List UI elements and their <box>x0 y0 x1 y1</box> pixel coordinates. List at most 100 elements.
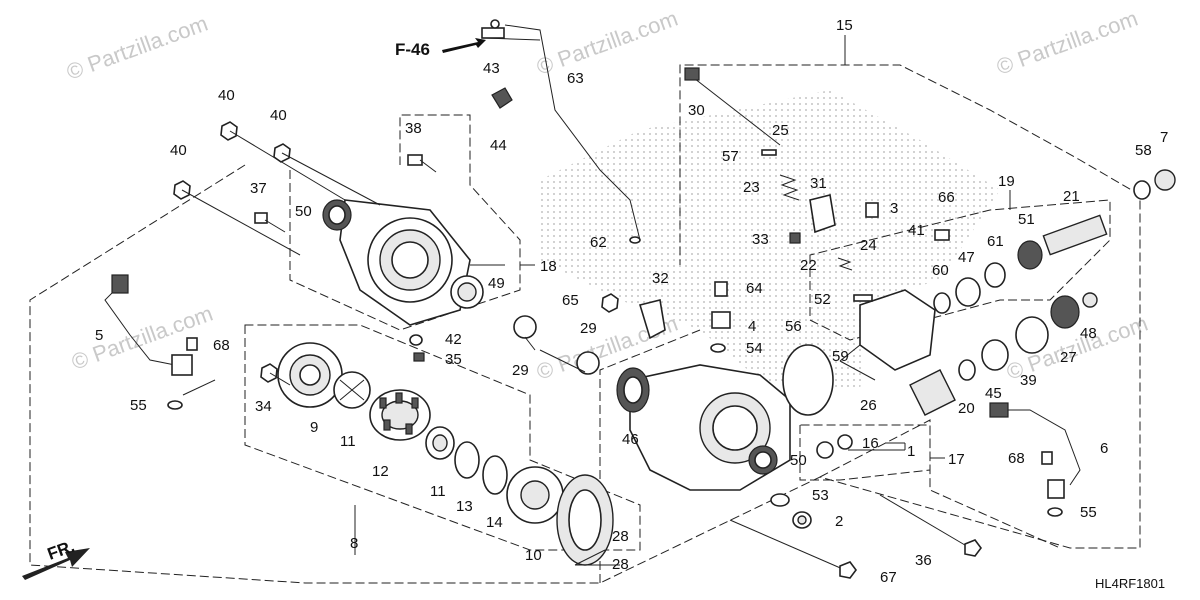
callout-67[interactable]: 67 <box>880 569 897 586</box>
callout-12[interactable]: 12 <box>372 463 389 480</box>
callout-65[interactable]: 65 <box>562 292 579 309</box>
callout-27[interactable]: 27 <box>1060 349 1077 366</box>
sensor-6 <box>989 402 1081 499</box>
bolt-68-right <box>1041 451 1053 465</box>
callout-35[interactable]: 35 <box>445 351 462 368</box>
callout-50-a[interactable]: 50 <box>295 203 312 220</box>
callout-9[interactable]: 9 <box>310 419 318 436</box>
callout-38[interactable]: 38 <box>405 120 422 137</box>
bearing-45 <box>981 339 1009 371</box>
callout-62[interactable]: 62 <box>590 234 607 251</box>
callout-31[interactable]: 31 <box>810 175 827 192</box>
callout-19[interactable]: 19 <box>998 173 1015 190</box>
callout-60[interactable]: 60 <box>932 262 949 279</box>
callout-61[interactable]: 61 <box>987 233 1004 250</box>
plug-48 <box>1082 292 1098 308</box>
callout-25[interactable]: 25 <box>772 122 789 139</box>
callout-3[interactable]: 3 <box>890 200 898 217</box>
callout-64[interactable]: 64 <box>746 280 763 297</box>
bolt-67-head <box>839 561 857 579</box>
callout-66[interactable]: 66 <box>938 189 955 206</box>
callout-24[interactable]: 24 <box>860 237 877 254</box>
callout-45[interactable]: 45 <box>985 385 1002 402</box>
callout-18[interactable]: 18 <box>540 258 557 275</box>
callout-16[interactable]: 16 <box>862 435 879 452</box>
callout-23[interactable]: 23 <box>743 179 760 196</box>
callout-68-b[interactable]: 68 <box>1008 450 1025 467</box>
callout-51[interactable]: 51 <box>1018 211 1035 228</box>
callout-52[interactable]: 52 <box>814 291 831 308</box>
callout-40-a[interactable]: 40 <box>218 87 235 104</box>
callout-40-b[interactable]: 40 <box>270 107 287 124</box>
callout-2[interactable]: 2 <box>835 513 843 530</box>
callout-8[interactable]: 8 <box>350 535 358 552</box>
callout-58[interactable]: 58 <box>1135 142 1152 159</box>
callout-5[interactable]: 5 <box>95 327 103 344</box>
leader-40-b <box>281 152 381 206</box>
callout-49[interactable]: 49 <box>488 275 505 292</box>
callout-28-b[interactable]: 28 <box>612 556 629 573</box>
callout-57[interactable]: 57 <box>722 148 739 165</box>
callout-7[interactable]: 7 <box>1160 129 1168 146</box>
callout-56[interactable]: 56 <box>785 318 802 335</box>
callout-54[interactable]: 54 <box>746 340 763 357</box>
callout-50-b[interactable]: 50 <box>790 452 807 469</box>
spacer-2 <box>792 511 812 529</box>
callout-15[interactable]: 15 <box>836 17 853 34</box>
callout-22[interactable]: 22 <box>800 257 817 274</box>
shaft-21 <box>1042 214 1108 256</box>
callout-11-b[interactable]: 11 <box>430 483 446 500</box>
callout-30[interactable]: 30 <box>688 102 705 119</box>
key-52 <box>853 294 873 302</box>
callout-63[interactable]: 63 <box>567 70 584 87</box>
callout-32[interactable]: 32 <box>652 270 669 287</box>
callout-1[interactable]: 1 <box>907 443 915 460</box>
ring-60 <box>933 292 951 314</box>
bolt-66 <box>934 229 950 241</box>
shim-13 <box>454 441 480 479</box>
callout-14[interactable]: 14 <box>486 514 503 531</box>
actuator-3 <box>865 202 879 218</box>
callout-44[interactable]: 44 <box>490 137 507 154</box>
callout-39[interactable]: 39 <box>1020 372 1037 389</box>
callout-10[interactable]: 10 <box>525 547 542 564</box>
callout-68-a[interactable]: 68 <box>213 337 230 354</box>
callout-26[interactable]: 26 <box>860 397 877 414</box>
oil-seal-50-right <box>748 445 778 475</box>
callout-34[interactable]: 34 <box>255 398 272 415</box>
callout-48[interactable]: 48 <box>1080 325 1097 342</box>
gasket-56 <box>782 344 834 416</box>
callout-21[interactable]: 21 <box>1063 188 1080 205</box>
callout-4[interactable]: 4 <box>748 318 756 335</box>
callout-6[interactable]: 6 <box>1100 440 1108 457</box>
collar-16 <box>816 434 853 459</box>
callout-40-c[interactable]: 40 <box>170 142 187 159</box>
switch-4 <box>711 311 731 329</box>
callout-17[interactable]: 17 <box>948 451 965 468</box>
callout-47[interactable]: 47 <box>958 249 975 266</box>
callout-53[interactable]: 53 <box>812 487 829 504</box>
bolt-64 <box>714 281 728 297</box>
callout-37[interactable]: 37 <box>250 180 267 197</box>
callout-41[interactable]: 41 <box>908 222 925 239</box>
breather-tube-63 <box>504 24 641 241</box>
callout-20[interactable]: 20 <box>958 400 975 417</box>
callout-29-b[interactable]: 29 <box>512 362 529 379</box>
callout-33[interactable]: 33 <box>752 231 769 248</box>
callout-29-a[interactable]: 29 <box>580 320 597 337</box>
callout-55-b[interactable]: 55 <box>1080 504 1097 521</box>
ring-gear-28 <box>556 474 614 566</box>
joint-43 <box>481 19 505 39</box>
callout-11-a[interactable]: 11 <box>340 433 356 450</box>
callout-55-a[interactable]: 55 <box>130 397 147 414</box>
callout-42[interactable]: 42 <box>445 331 462 348</box>
callout-28-a[interactable]: 28 <box>612 528 629 545</box>
callout-13[interactable]: 13 <box>456 498 473 515</box>
callout-46[interactable]: 46 <box>622 431 639 448</box>
callout-36[interactable]: 36 <box>915 552 932 569</box>
clip-44 <box>491 87 513 109</box>
callout-43[interactable]: 43 <box>483 60 500 77</box>
roller-cage-12 <box>369 389 431 441</box>
callout-59[interactable]: 59 <box>832 348 849 365</box>
reference-f46: F-46 <box>395 40 430 59</box>
